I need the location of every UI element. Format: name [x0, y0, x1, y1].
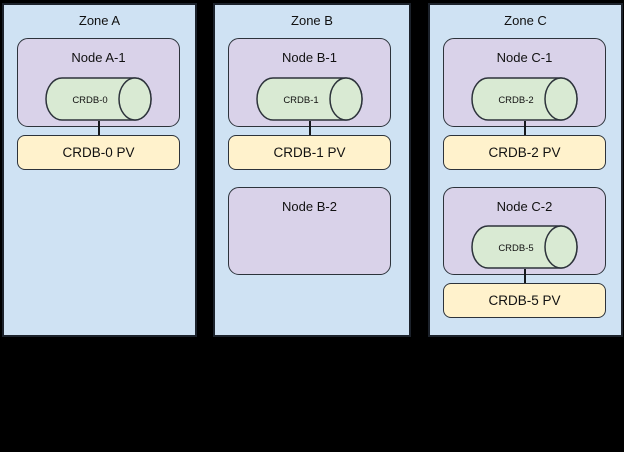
zone-b-box: Zone B Node B-1 CRDB-1 CRDB-1 PV Node B-… [213, 3, 411, 337]
node-c1-box: Node C-1 CRDB-2 [443, 38, 606, 127]
pv-b-label: CRDB-1 PV [273, 145, 346, 160]
node-b1-box: Node B-1 CRDB-1 [228, 38, 391, 127]
zone-c-label: Zone C [504, 13, 547, 28]
pv-c1-box: CRDB-2 PV [443, 135, 606, 170]
node-a1-box: Node A-1 CRDB-0 [17, 38, 180, 127]
node-b2-box: Node B-2 [228, 187, 391, 275]
crdb-2-label: CRDB-2 [498, 95, 533, 106]
pv-c1-label: CRDB-2 PV [488, 145, 561, 160]
crdb-5-label: CRDB-5 [498, 243, 533, 254]
zone-a-label: Zone A [78, 13, 121, 28]
node-a1-label: Node A-1 [71, 50, 126, 65]
crdb-2-cylinder-icon: CRDB-2 [470, 77, 578, 121]
pv-c2-label: CRDB-5 PV [488, 293, 561, 308]
connector-line [523, 269, 526, 283]
pv-a-box: CRDB-0 PV [17, 135, 180, 170]
connector-line [308, 121, 311, 135]
node-c2-box: Node C-2 CRDB-5 [443, 187, 606, 275]
pv-c2-box: CRDB-5 PV [443, 283, 606, 318]
connector-line [97, 121, 100, 135]
pv-b-box: CRDB-1 PV [228, 135, 391, 170]
node-b2-label: Node B-2 [282, 199, 337, 214]
node-b1-label: Node B-1 [282, 50, 337, 65]
crdb-0-cylinder-icon: CRDB-0 [44, 77, 152, 121]
crdb-1-label: CRDB-1 [283, 95, 318, 106]
pv-a-label: CRDB-0 PV [62, 145, 135, 160]
zone-a-box: Zone A Node A-1 CRDB-0 CRDB-0 PV [2, 3, 197, 337]
zone-c-box: Zone C Node C-1 CRDB-2 CRDB-2 PV Node C-… [428, 3, 623, 337]
connector-line [523, 121, 526, 135]
crdb-0-label: CRDB-0 [72, 95, 107, 106]
node-c2-label: Node C-2 [496, 199, 553, 214]
node-c1-label: Node C-1 [496, 50, 553, 65]
zone-b-label: Zone B [291, 13, 333, 28]
crdb-5-cylinder-icon: CRDB-5 [470, 225, 578, 269]
crdb-1-cylinder-icon: CRDB-1 [255, 77, 363, 121]
